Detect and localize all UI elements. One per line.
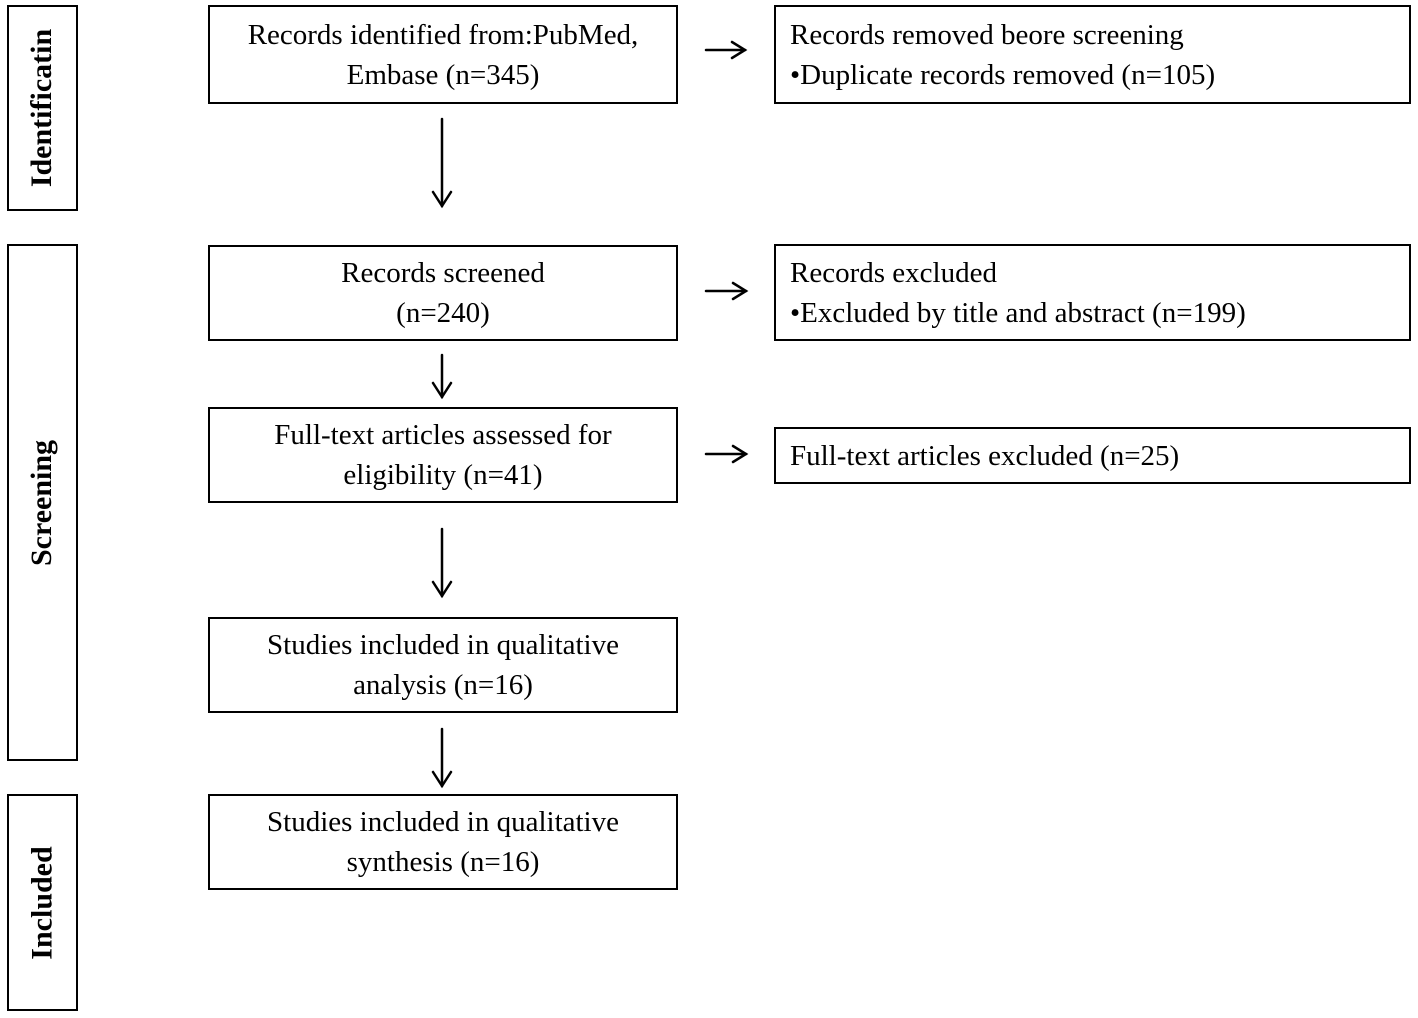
fulltext-assessed-box: Full-text articles assessed for eligibil… xyxy=(208,407,678,503)
fulltext-assessed-line1: Full-text articles assessed for xyxy=(274,419,612,451)
qualitative-analysis-line1: Studies included in qualitative xyxy=(267,629,619,661)
records-excluded-box: Records excluded •Excluded by title and … xyxy=(774,244,1411,341)
fulltext-assessed-line2: eligibility (n=41) xyxy=(343,459,543,491)
stage-screening: Screening xyxy=(7,244,78,761)
records-screened-line2: (n=240) xyxy=(396,297,490,329)
arrow-identified-to-removed xyxy=(704,40,748,60)
records-excluded-line1: Records excluded xyxy=(790,256,997,289)
records-excluded-line2: •Excluded by title and abstract (n=199) xyxy=(790,296,1246,329)
qualitative-synthesis-line1: Studies included in qualitative xyxy=(267,806,619,838)
qualitative-synthesis-line2: synthesis (n=16) xyxy=(346,846,540,878)
arrow-analysis-to-synthesis xyxy=(431,727,453,789)
qualitative-synthesis-box: Studies included in qualitative synthesi… xyxy=(208,794,678,890)
arrow-fulltext-to-analysis xyxy=(431,527,453,599)
stage-identification: Identificatin xyxy=(7,5,78,211)
records-screened-box: Records screened (n=240) xyxy=(208,245,678,341)
qualitative-analysis-box: Studies included in qualitative analysis… xyxy=(208,617,678,713)
fulltext-excluded-line1: Full-text articles excluded (n=25) xyxy=(790,439,1180,472)
arrow-identified-to-screened xyxy=(431,117,453,209)
arrow-screened-to-fulltext xyxy=(431,353,453,400)
records-identified-line1: Records identified from:PubMed, xyxy=(247,18,639,51)
records-identified-line2: Embase (n=345) xyxy=(346,58,540,91)
qualitative-analysis-line2: analysis (n=16) xyxy=(353,669,533,701)
records-removed-line1: Records removed beore screening xyxy=(790,18,1184,51)
records-removed-line2: •Duplicate records removed (n=105) xyxy=(790,58,1216,91)
fulltext-excluded-box: Full-text articles excluded (n=25) xyxy=(774,427,1411,484)
arrow-screened-to-excluded xyxy=(704,281,749,301)
records-screened-line1: Records screened xyxy=(341,257,545,289)
records-removed-box: Records removed beore screening •Duplica… xyxy=(774,5,1411,104)
stage-included: Included xyxy=(7,794,78,1011)
arrow-fulltext-to-excluded xyxy=(704,444,749,464)
records-identified-box: Records identified from:PubMed, Embase (… xyxy=(208,5,678,104)
